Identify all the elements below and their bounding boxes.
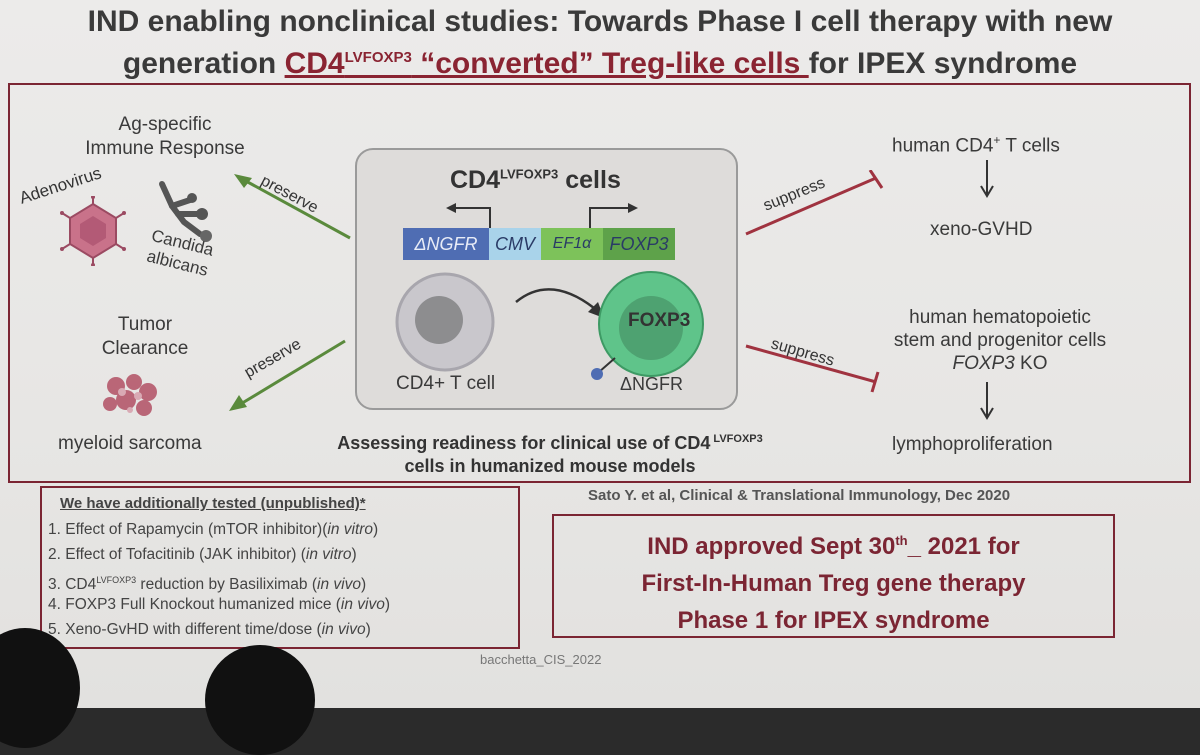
suppress-arrow-bottom [745, 344, 880, 393]
candida-icon [159, 181, 212, 242]
tested-item-2: 2. Effect of Tofacitinib (JAK inhibitor)… [48, 546, 357, 563]
ind-line-2: First-In-Human Treg gene therapy [641, 570, 1026, 597]
preserve-arrow-bottom [229, 339, 346, 411]
additional-tests-heading: We have additionally tested (unpublished… [60, 495, 366, 512]
gene-segment-cmv: CMV [489, 228, 541, 260]
adenovirus-icon [60, 196, 126, 266]
suppress-arrow-top [745, 170, 884, 236]
myeloid-sarcoma-icon [103, 374, 157, 416]
ag-specific-heading: Ag-specific Immune Response [85, 114, 245, 159]
cd4-t-cell-icon [395, 272, 495, 372]
slide-title-line-1: IND enabling nonclinical studies: Toward… [87, 5, 1113, 38]
down-arrow-bottom [980, 382, 994, 420]
lymphoproliferation-label: lymphoproliferation [892, 434, 1053, 455]
additional-tests-box: We have additionally tested (unpublished… [40, 486, 520, 649]
tested-item-1: 1. Effect of Rapamycin (mTOR inhibitor)(… [48, 521, 379, 538]
xeno-gvhd-label: xeno-GVHD [930, 219, 1033, 240]
title-suffix: for IPEX syndrome [808, 47, 1078, 80]
gene-segment-foxp3: FOXP3 [603, 228, 675, 260]
cd4-lvfoxp3-heading: CD4LVFOXP3 cells [450, 166, 621, 194]
ind-line-3: Phase 1 for IPEX syndrome [677, 607, 990, 634]
slide-title-line-2: generation CD4LVFOXP3 “converted” Treg-l… [0, 40, 1200, 82]
audience-head-center [205, 645, 315, 755]
citation: Sato Y. et al, Clinical & Translational … [588, 487, 1011, 504]
gene-segment-ef1a: EF1α [541, 228, 603, 260]
cd4-t-cell-label: CD4+ T cell [396, 373, 496, 394]
tumor-heading: Tumor Clearance [101, 314, 189, 359]
assessing-caption: Assessing readiness for clinical use of … [337, 433, 763, 476]
foxp3-nucleus-label: FOXP3 [628, 310, 691, 331]
myeloid-sarcoma-label: myeloid sarcoma [58, 433, 202, 454]
slide: IND enabling nonclinical studies: Toward… [0, 0, 1200, 708]
footer-tag: bacchetta_CIS_2022 [480, 652, 602, 667]
diagram-frame [8, 83, 1191, 483]
title-prefix: generation [122, 47, 285, 80]
human-cd4-label: human CD4+ T cells [892, 133, 1060, 157]
tested-item-4: 4. FOXP3 Full Knockout humanized mice (i… [48, 596, 391, 613]
preserve-arrow-top [234, 174, 351, 240]
ind-line-1: IND approved Sept 30th_ 2021 for [647, 533, 1020, 560]
gene-segment-ngfr: ΔNGFR [403, 228, 489, 260]
down-arrow-top [980, 160, 994, 198]
treg-like-cell-icon [591, 271, 704, 380]
hsc-label: human hematopoietic stem and progenitor … [893, 307, 1107, 374]
promoter-arrows [446, 203, 638, 228]
ind-approved-box: IND approved Sept 30th_ 2021 for First-I… [552, 514, 1115, 638]
tested-item-5: 5. Xeno-GvHD with different time/dose (i… [48, 621, 371, 638]
delta-ngfr-label: ΔNGFR [620, 374, 684, 394]
tested-item-3: 3. CD4LVFOXP3 reduction by Basiliximab (… [48, 575, 367, 594]
title-underlined: CD4LVFOXP3 “converted” Treg-like cells [284, 47, 809, 80]
